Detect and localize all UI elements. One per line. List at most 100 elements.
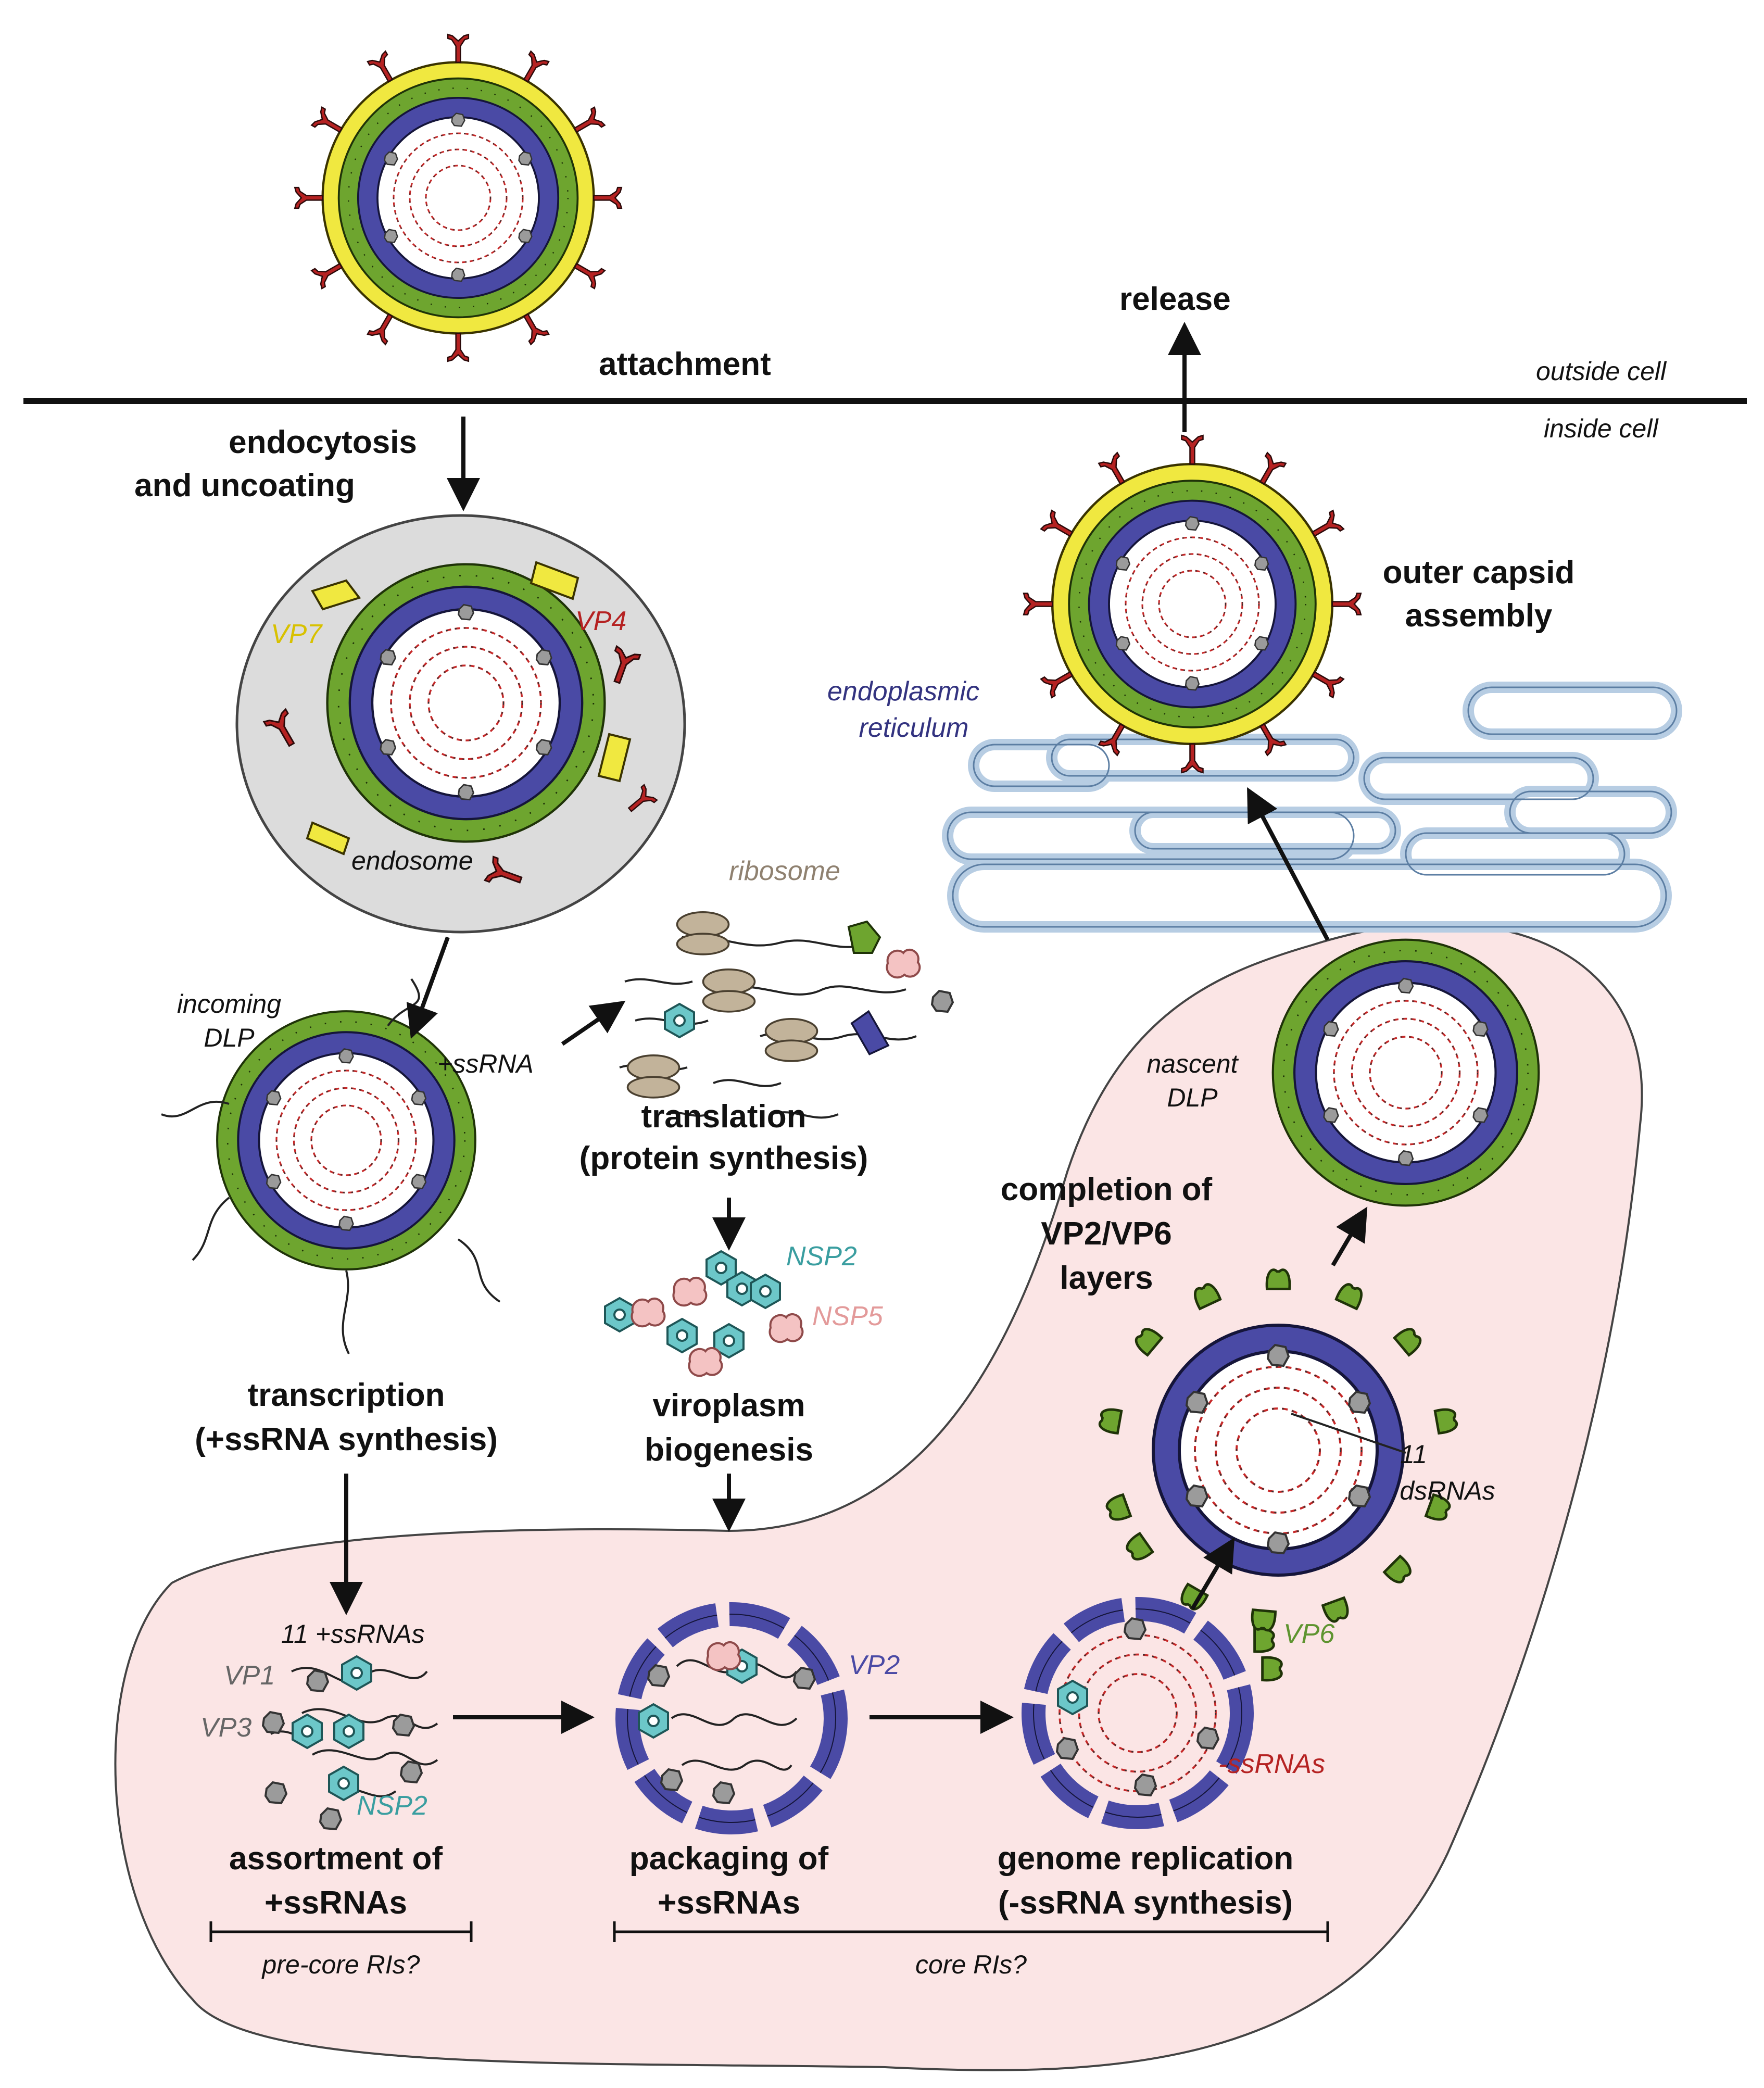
arrow-rep-to-partial — [1190, 1537, 1235, 1611]
incoming-dlp — [217, 1011, 475, 1269]
label-nsp2-bottom: NSP2 — [357, 1791, 427, 1821]
endosome-dlp — [327, 564, 605, 842]
core-protein-translation — [931, 990, 954, 1013]
label-nsp5: NSP5 — [812, 1301, 884, 1331]
packaging-particle — [615, 1602, 848, 1834]
label-release: release — [1119, 281, 1231, 317]
arrow-to-translation — [561, 1000, 626, 1046]
label-plus-ssrna: +ssRNA — [437, 1049, 534, 1078]
label-precore: pre-core RIs? — [261, 1950, 420, 1979]
nsp2-translation — [664, 1003, 695, 1038]
nsp5-viro-3 — [688, 1347, 723, 1377]
label-endosome: endosome — [351, 846, 473, 875]
nsp5-viro-2 — [631, 1297, 666, 1328]
label-completion-3: layers — [1060, 1260, 1153, 1296]
label-nascent-2: DLP — [1167, 1083, 1218, 1112]
label-vp2: VP2 — [849, 1650, 900, 1680]
attached-virion — [295, 34, 621, 361]
label-vp3: VP3 — [200, 1713, 251, 1743]
label-inside-cell: inside cell — [1544, 414, 1659, 443]
label-attachment: attachment — [599, 346, 771, 382]
vp1-assort-4 — [264, 1781, 287, 1804]
bracket-precore — [209, 1921, 473, 1942]
vp7-fragment-2 — [530, 561, 579, 600]
label-packaging-1: packaging of — [629, 1841, 829, 1877]
ssrna-strand-1 — [387, 978, 420, 1027]
bracket-core — [613, 1921, 1329, 1942]
label-dsrnas-1: 11 — [1400, 1440, 1427, 1469]
vp1-assort-6 — [319, 1807, 342, 1830]
ssrna-strand-5 — [192, 1197, 230, 1261]
nsp5-translation — [886, 948, 921, 979]
nsp2-assort-2 — [292, 1714, 323, 1749]
label-endocytosis-1: endocytosis — [229, 424, 417, 460]
vp1-assort-5 — [400, 1760, 423, 1783]
vp6-monomer-translation — [847, 920, 881, 954]
vp6-free-2 — [1263, 1657, 1282, 1680]
label-vp6: VP6 — [1283, 1619, 1334, 1649]
nsp2-assort-3 — [333, 1714, 364, 1749]
label-viroplasm-2: biogenesis — [645, 1432, 813, 1468]
ribosome-2 — [702, 968, 756, 1013]
vp6-free-1 — [1255, 1629, 1274, 1652]
ribosome-4 — [626, 1054, 681, 1099]
ribosome-3 — [764, 1018, 818, 1062]
vp1-assort-2 — [262, 1711, 285, 1734]
nsp2-viro-3 — [750, 1274, 781, 1309]
ssrna-strand-4 — [342, 1270, 350, 1354]
label-viroplasm-1: viroplasm — [653, 1388, 805, 1424]
nsp5-viro-4 — [768, 1313, 804, 1343]
label-dsrnas-2: dsRNAs — [1400, 1476, 1495, 1505]
arrow-nascent-to-er — [1247, 787, 1330, 941]
label-nsp2-top: NSP2 — [786, 1241, 857, 1272]
flow-arrows — [330, 322, 1368, 1734]
label-translation-1: translation — [641, 1099, 807, 1135]
label-vp1: VP1 — [224, 1661, 275, 1691]
label-vp7: VP7 — [271, 619, 323, 649]
label-completion-1: completion of — [1001, 1172, 1213, 1207]
vp1-assort-1 — [306, 1669, 329, 1692]
label-incoming-1: incoming — [177, 989, 281, 1018]
endoplasmic-reticulum — [942, 682, 1682, 933]
label-translation-2: (protein synthesis) — [579, 1140, 868, 1176]
label-incoming-2: DLP — [204, 1023, 255, 1052]
nsp2-viro-4 — [604, 1297, 635, 1332]
ssrna-strand-3 — [457, 1238, 501, 1303]
label-11-ssrnas: 11 +ssRNAs — [281, 1619, 425, 1649]
label-outside-cell: outside cell — [1536, 357, 1667, 386]
er-outline — [947, 686, 1678, 928]
nsp2-assort-4 — [328, 1766, 359, 1801]
label-outer-capsid-1: outer capsid — [1383, 555, 1575, 590]
nsp2-viro-5 — [666, 1318, 698, 1353]
ssrna-strand-2 — [161, 1100, 230, 1118]
label-transcription-1: transcription — [248, 1377, 445, 1413]
label-er-2: reticulum — [859, 713, 969, 743]
label-outer-capsid-2: assembly — [1405, 598, 1553, 634]
assembled-virion — [1024, 435, 1361, 773]
dsrnas-pointer — [1291, 1413, 1406, 1454]
vp7-fragment-4 — [306, 821, 350, 856]
vp7-fragment-1 — [311, 579, 361, 611]
label-minus-ssrnas: -ssRNAs — [1218, 1749, 1325, 1779]
ribosome-1 — [676, 911, 730, 955]
viroplasm-region — [114, 922, 1643, 2071]
label-vp4: VP4 — [575, 606, 626, 636]
label-ribosome: ribosome — [729, 856, 840, 886]
label-packaging-2: +ssRNAs — [658, 1885, 800, 1921]
label-genome-1: genome replication — [998, 1841, 1293, 1877]
label-core: core RIs? — [915, 1950, 1027, 1979]
arrow-to-incoming — [406, 936, 450, 1039]
nascent-dlp — [1273, 940, 1539, 1206]
label-endocytosis-2: and uncoating — [134, 468, 355, 504]
label-genome-2: (-ssRNA synthesis) — [998, 1885, 1293, 1921]
label-transcription-2: (+ssRNA synthesis) — [195, 1422, 498, 1457]
label-assortment-2: +ssRNAs — [264, 1885, 407, 1921]
vp7-fragment-3 — [597, 733, 632, 783]
partial-vp6-particle — [1099, 1270, 1458, 1631]
replication-particle — [1022, 1597, 1254, 1829]
nsp5-viro-1 — [672, 1276, 708, 1307]
arrow-partial-to-nascent — [1331, 1206, 1368, 1267]
nsp2-assort-1 — [341, 1655, 372, 1691]
label-er-1: endoplasmic — [827, 676, 979, 707]
label-completion-2: VP2/VP6 — [1041, 1216, 1172, 1252]
